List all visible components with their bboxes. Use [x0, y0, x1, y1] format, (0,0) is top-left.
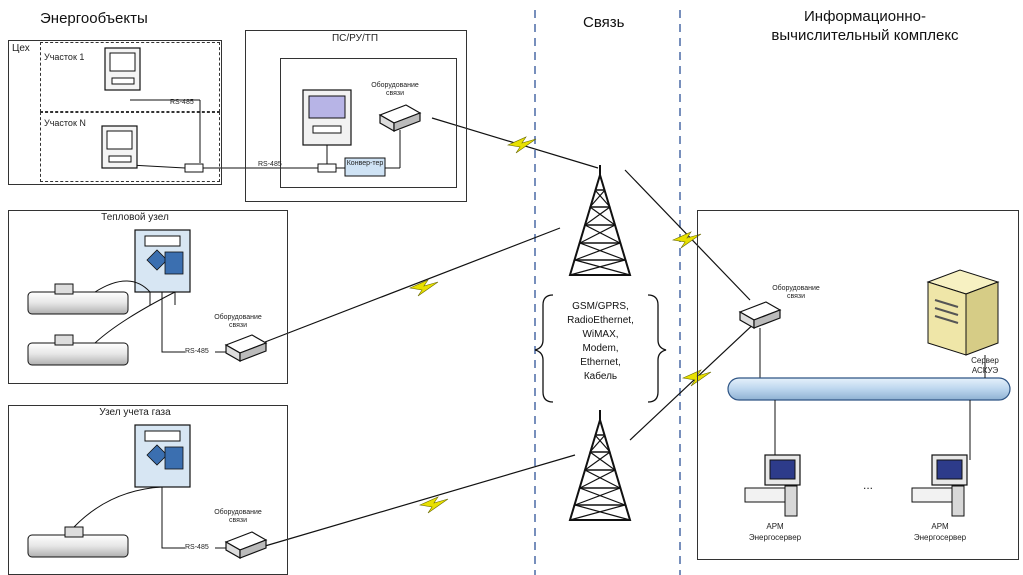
comm-equipment-label: Оборудование связи: [371, 82, 419, 97]
workshop-label: Цех: [12, 43, 30, 54]
rs485-label: RS-485: [170, 99, 194, 106]
heat-node-title: Тепловой узел: [101, 212, 169, 223]
channel-modem: Modem,: [582, 343, 619, 354]
channel-gsm: GSM/GPRS,: [572, 301, 629, 312]
header-info-complex-2: вычислительный комплекс: [771, 27, 959, 44]
comm-equipment-label: Оборудование связи: [214, 314, 262, 329]
converter-label: Конвер-тер: [346, 160, 384, 167]
server-label-1: Сервер: [971, 356, 999, 365]
arm-2-label-2: Энергосервер: [913, 533, 967, 542]
lightning-icon: [409, 279, 439, 297]
arm-1-label-2: Энергосервер: [748, 533, 802, 542]
ellipsis-label: ...: [863, 478, 874, 492]
network-bus: [727, 377, 1011, 401]
section-1-box: [40, 42, 220, 112]
lightning-icon: [507, 136, 537, 154]
workshop-box: [8, 40, 222, 185]
substation-title: ПС/РУ/ТП: [331, 33, 379, 44]
rs485-label: RS-485: [258, 161, 282, 168]
substation-box: [245, 30, 467, 202]
tower-bottom-icon: [569, 409, 631, 521]
substation-inner-box: [280, 58, 457, 188]
tower-top-icon: [569, 164, 631, 276]
channels-list: GSM/GPRS, RadioEthernet, WiMAX, Modem, E…: [553, 300, 648, 384]
channel-cable: Кабель: [583, 371, 618, 382]
comm-equipment-label: Оборудование связи: [772, 285, 820, 300]
channel-radioethernet: RadioEthernet,: [567, 315, 634, 326]
section-1-label: Участок 1: [44, 52, 85, 62]
complex-box: [697, 210, 1019, 560]
arm-1-label-1: АРМ: [766, 522, 784, 531]
rs485-label: RS-485: [185, 544, 209, 551]
heat-node-box: [8, 210, 288, 384]
channel-ethernet: Ethernet,: [580, 357, 621, 368]
gas-node-box: [8, 405, 288, 575]
section-n-label: Участок N: [44, 118, 86, 128]
header-communication: Связь: [583, 14, 625, 31]
server-label-2: АСКУЭ: [971, 366, 999, 375]
header-info-complex-1: Информационно-: [804, 8, 926, 25]
rs485-label: RS-485: [185, 348, 209, 355]
channel-wimax: WiMAX,: [582, 329, 619, 340]
header-energy-objects: Энергообъекты: [40, 10, 148, 27]
arm-2-label-1: АРМ: [931, 522, 949, 531]
gas-node-title: Узел учета газа: [99, 407, 171, 418]
comm-equipment-label: Оборудование связи: [214, 509, 262, 524]
section-n-box: [40, 112, 220, 182]
